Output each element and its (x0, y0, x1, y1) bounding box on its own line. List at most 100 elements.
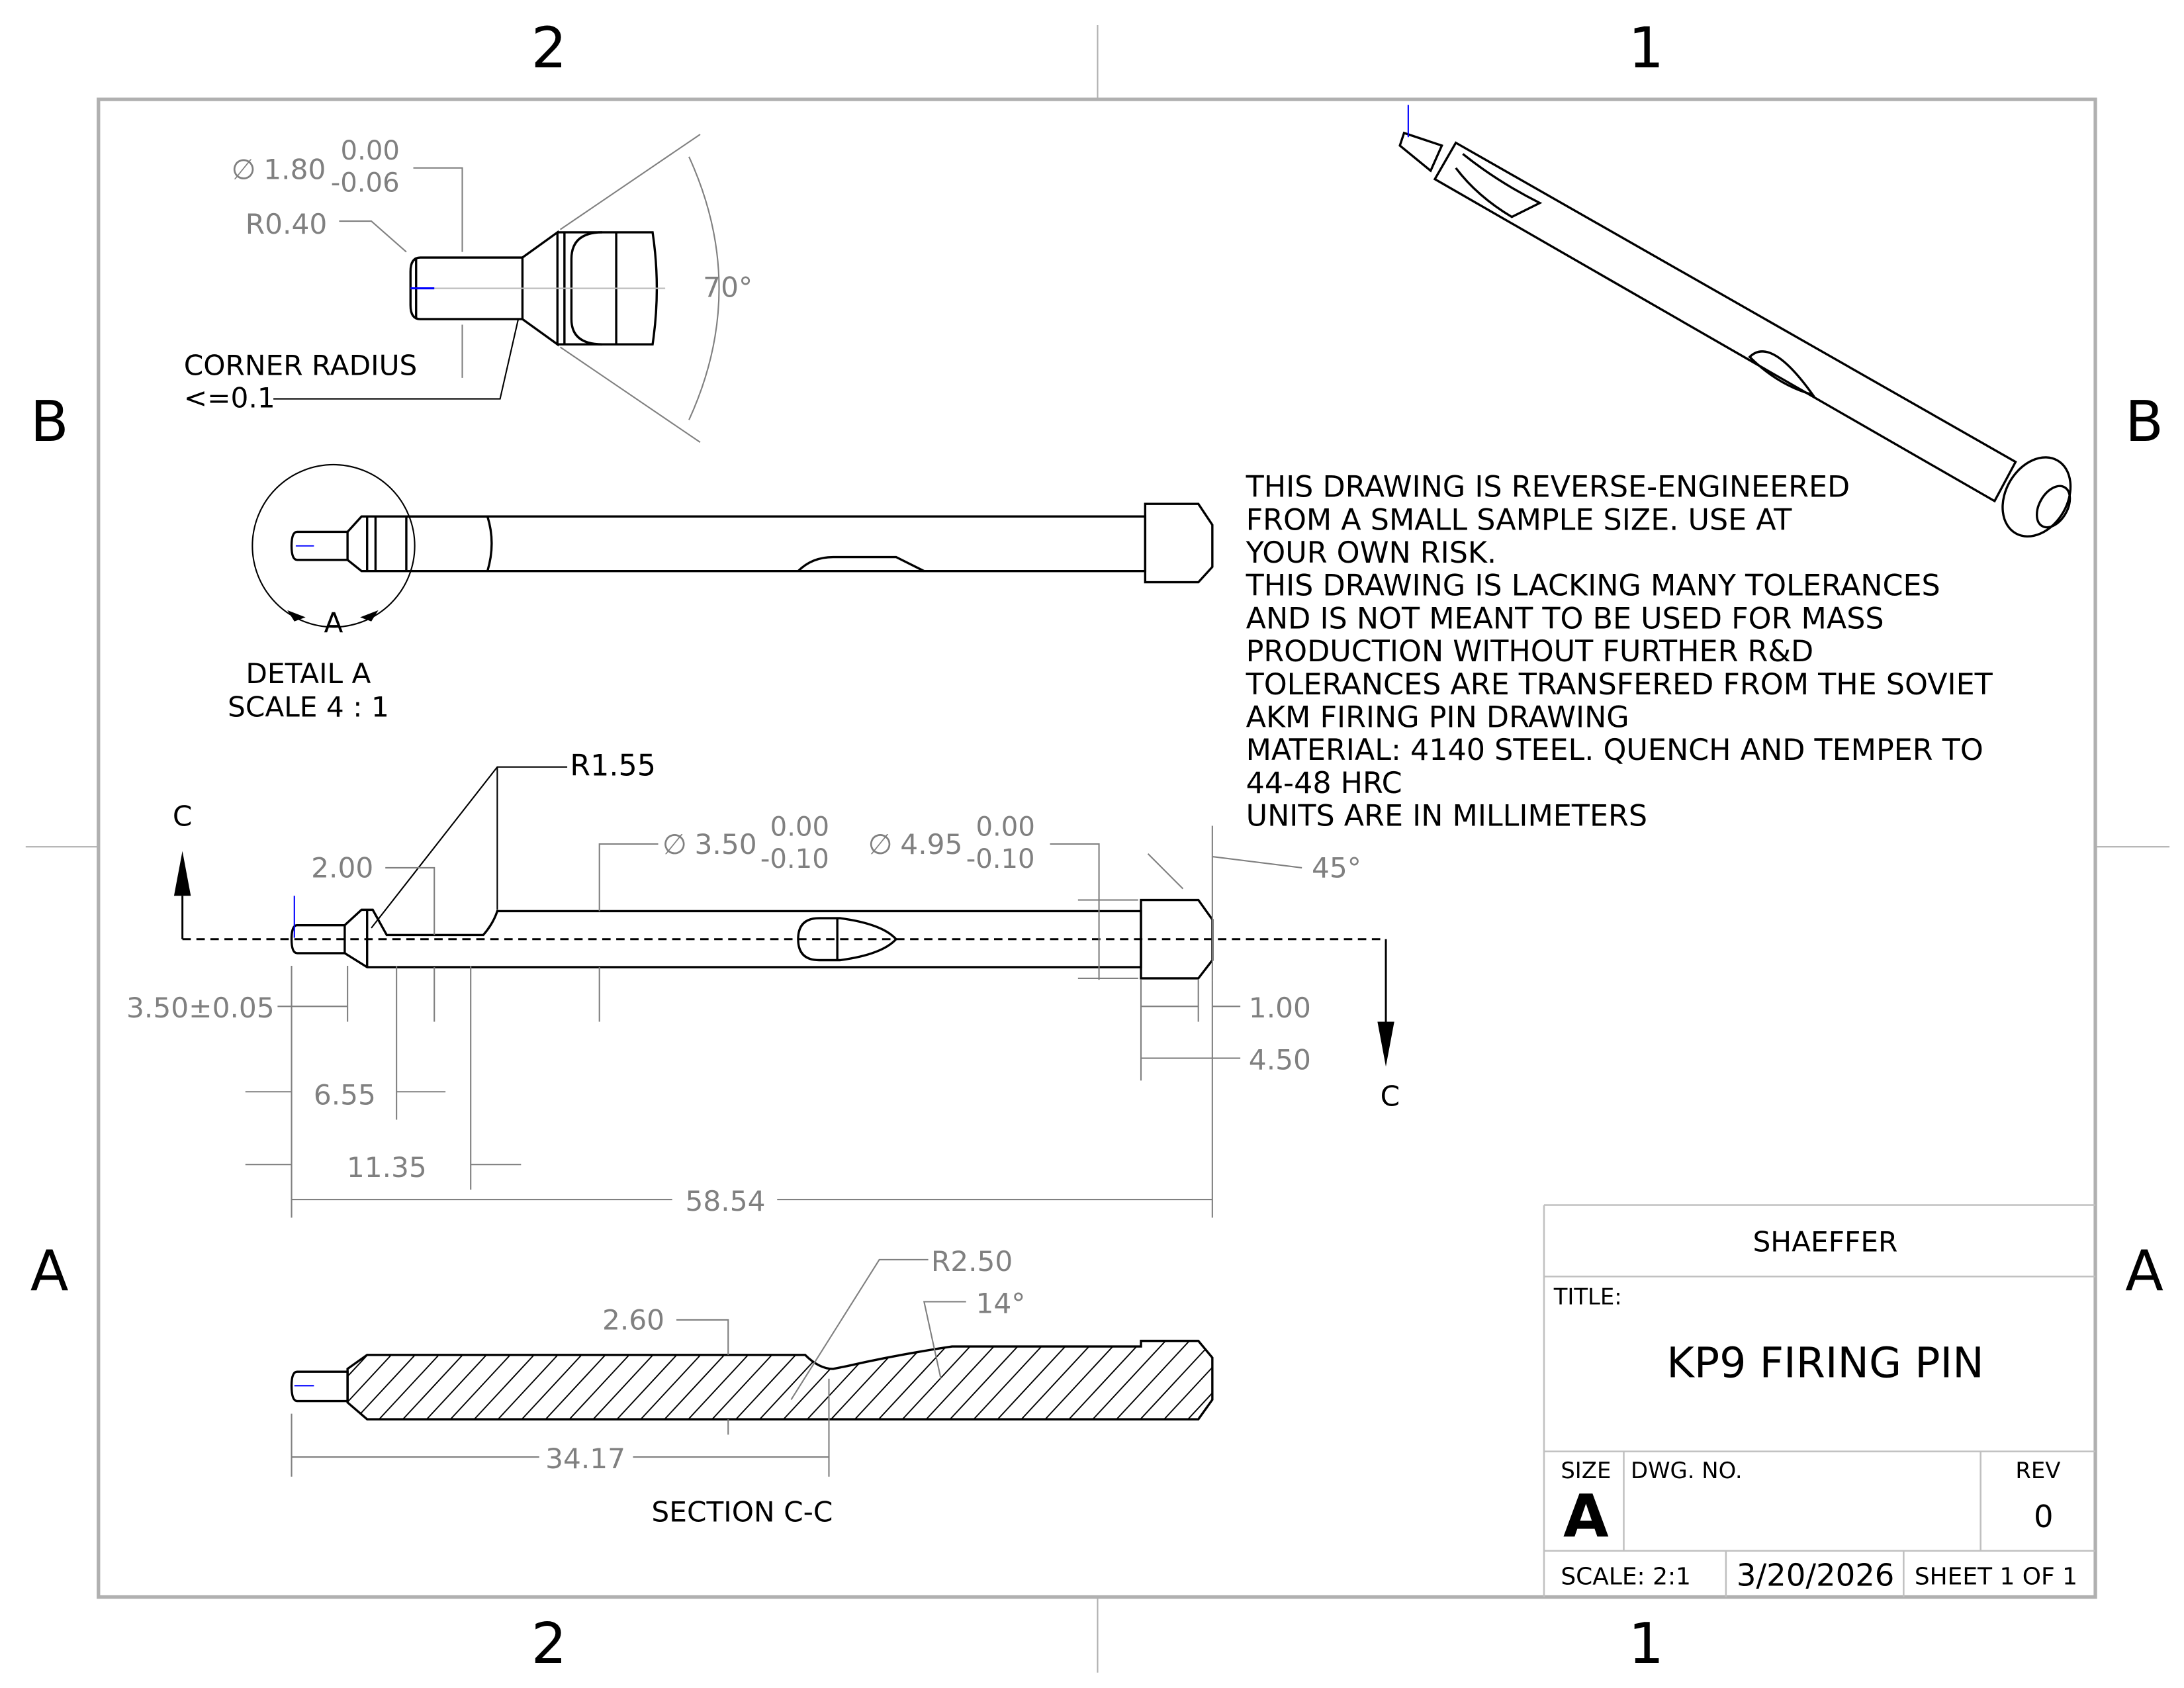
dim-r250: R2.50 (931, 1245, 1013, 1278)
dim-45-deg: 45° (1312, 852, 1361, 884)
note-line: TOLERANCES ARE TRANSFERED FROM THE SOVIE… (1246, 668, 1993, 702)
note-line: THIS DRAWING IS LACKING MANY TOLERANCES (1246, 569, 1940, 603)
dim-dia-4-95-tol-upper: 0.00 (976, 812, 1035, 842)
section-hatch-line (918, 1340, 1010, 1420)
dim-11-35: 11.35 (347, 1151, 427, 1184)
section-hatch-line (966, 1340, 1058, 1420)
dim-2-00: 2.00 (311, 852, 373, 884)
dim-dia-3-50: 3.50 (695, 828, 757, 861)
section-hatch-line (1228, 1330, 1318, 1428)
section-hatch-line (394, 1340, 487, 1420)
dim-3-50-tol: 3.50±0.05 (126, 992, 275, 1024)
zone-label-left-a: A (30, 1239, 69, 1304)
section-cc-label: SECTION C-C (651, 1495, 833, 1528)
zone-label-bottom-2: 2 (531, 1611, 567, 1676)
section-hatch-line (775, 1340, 868, 1420)
section-hatch-line (989, 1340, 1081, 1420)
note-line: THIS DRAWING IS REVERSE-ENGINEERED (1246, 471, 1850, 504)
section-hatch-line (1036, 1340, 1129, 1420)
dim-14-deg: 14° (976, 1287, 1026, 1319)
section-hatch-line (656, 1340, 749, 1420)
zone-ticks (25, 25, 2170, 1673)
company-name: SHAEFFER (1752, 1225, 1897, 1258)
section-hatch-line (870, 1340, 963, 1420)
section-hatch-line (608, 1340, 701, 1420)
scale-value: SCALE: 2:1 (1561, 1564, 1691, 1591)
section-hatch-line (1179, 1340, 1212, 1420)
dim-34-17: 34.17 (545, 1442, 625, 1475)
detail-a-dia-tol-lower: -0.06 (331, 168, 400, 199)
dim-dia-3-50-tol-upper: 0.00 (770, 812, 829, 842)
section-hatch-line (704, 1340, 796, 1420)
zone-label-bottom-1: 1 (1628, 1611, 1664, 1676)
note-line: YOUR OWN RISK. (1246, 536, 1497, 570)
corner-radius-value: <=0.1 (184, 381, 275, 414)
section-hatch-line (942, 1340, 1034, 1420)
section-hatch-line (490, 1340, 582, 1420)
rev-value: 0 (2034, 1499, 2054, 1534)
title-label: TITLE: (1553, 1284, 1622, 1310)
zone-label-top-1: 1 (1628, 15, 1664, 80)
rev-label: REV (2015, 1458, 2060, 1483)
section-hatch-line (466, 1340, 558, 1420)
section-hatch-line (1084, 1340, 1177, 1420)
drawing-date: 3/20/2026 (1737, 1558, 1894, 1593)
front-view (173, 766, 1394, 1218)
section-hatch-line (514, 1340, 606, 1420)
note-line: 44-48 HRC (1246, 767, 1402, 800)
dim-dia-3-50-tol-lower: -0.10 (760, 844, 829, 874)
dim-dia-4-95: 4.95 (900, 828, 962, 861)
section-arrow-label-right: C (1381, 1080, 1400, 1112)
section-hatch-line (846, 1340, 939, 1420)
title-block (1543, 1204, 2096, 1597)
section-hatch-line (680, 1340, 772, 1420)
section-hatch-line (561, 1340, 653, 1420)
section-hatch-line (1060, 1340, 1153, 1420)
dim-2-60: 2.60 (602, 1304, 664, 1336)
note-line: AND IS NOT MEANT TO BE USED FOR MASS (1246, 602, 1884, 635)
dim-58-54: 58.54 (686, 1185, 766, 1217)
sheet-number: SHEET 1 OF 1 (1915, 1564, 2077, 1591)
dim-1-00: 1.00 (1249, 992, 1311, 1024)
section-hatch-line (1251, 1330, 1342, 1428)
section-hatch-line (1156, 1340, 1212, 1420)
note-line: UNITS ARE IN MILLIMETERS (1246, 800, 1647, 833)
detail-a-dia-tol-upper: 0.00 (341, 136, 400, 166)
dim-4-50: 4.50 (1249, 1043, 1311, 1076)
dim-dia-4-95-tol-lower: -0.10 (966, 844, 1035, 874)
section-hatch-line (1013, 1340, 1105, 1420)
isometric-view (1398, 105, 2072, 538)
note-line: AKM FIRING PIN DRAWING (1246, 700, 1629, 734)
dim-6-55: 6.55 (314, 1078, 376, 1111)
zone-label-top-2: 2 (531, 15, 567, 80)
dim-r155: R1.55 (570, 749, 656, 782)
section-hatch-line (823, 1340, 915, 1420)
note-line: FROM A SMALL SAMPLE SIZE. USE AT (1246, 503, 1793, 537)
section-hatch-line (537, 1340, 629, 1420)
zone-label-left-b: B (30, 389, 69, 454)
size-value: A (1563, 1483, 1609, 1551)
section-hatch-line (799, 1340, 891, 1420)
zone-label-right-a: A (2125, 1239, 2163, 1304)
size-label: SIZE (1561, 1458, 1611, 1483)
section-hatch-line (632, 1340, 725, 1420)
section-cc-view (252, 1258, 1342, 1477)
detail-a-dia-symbol: ∅ (232, 154, 256, 186)
detail-a-dia-value: 1.80 (263, 154, 326, 186)
section-hatch-line (418, 1340, 511, 1420)
section-hatch-line (1132, 1340, 1212, 1420)
detail-a-callout: A (324, 607, 343, 639)
detail-a-scale: SCALE 4 : 1 (228, 691, 389, 724)
section-hatch-line (347, 1340, 368, 1420)
top-view (251, 463, 1214, 628)
detail-a-radius: R0.40 (246, 208, 327, 240)
detail-a-angle: 70° (703, 271, 752, 303)
section-hatch-line (584, 1340, 677, 1420)
corner-radius-note: CORNER RADIUS (184, 350, 418, 382)
section-hatch-line (252, 1330, 343, 1428)
dim-dia-3-50-symbol: ∅ (662, 828, 687, 861)
detail-a-label: DETAIL A (246, 657, 371, 690)
note-line: PRODUCTION WITHOUT FURTHER R&D (1246, 635, 1814, 669)
